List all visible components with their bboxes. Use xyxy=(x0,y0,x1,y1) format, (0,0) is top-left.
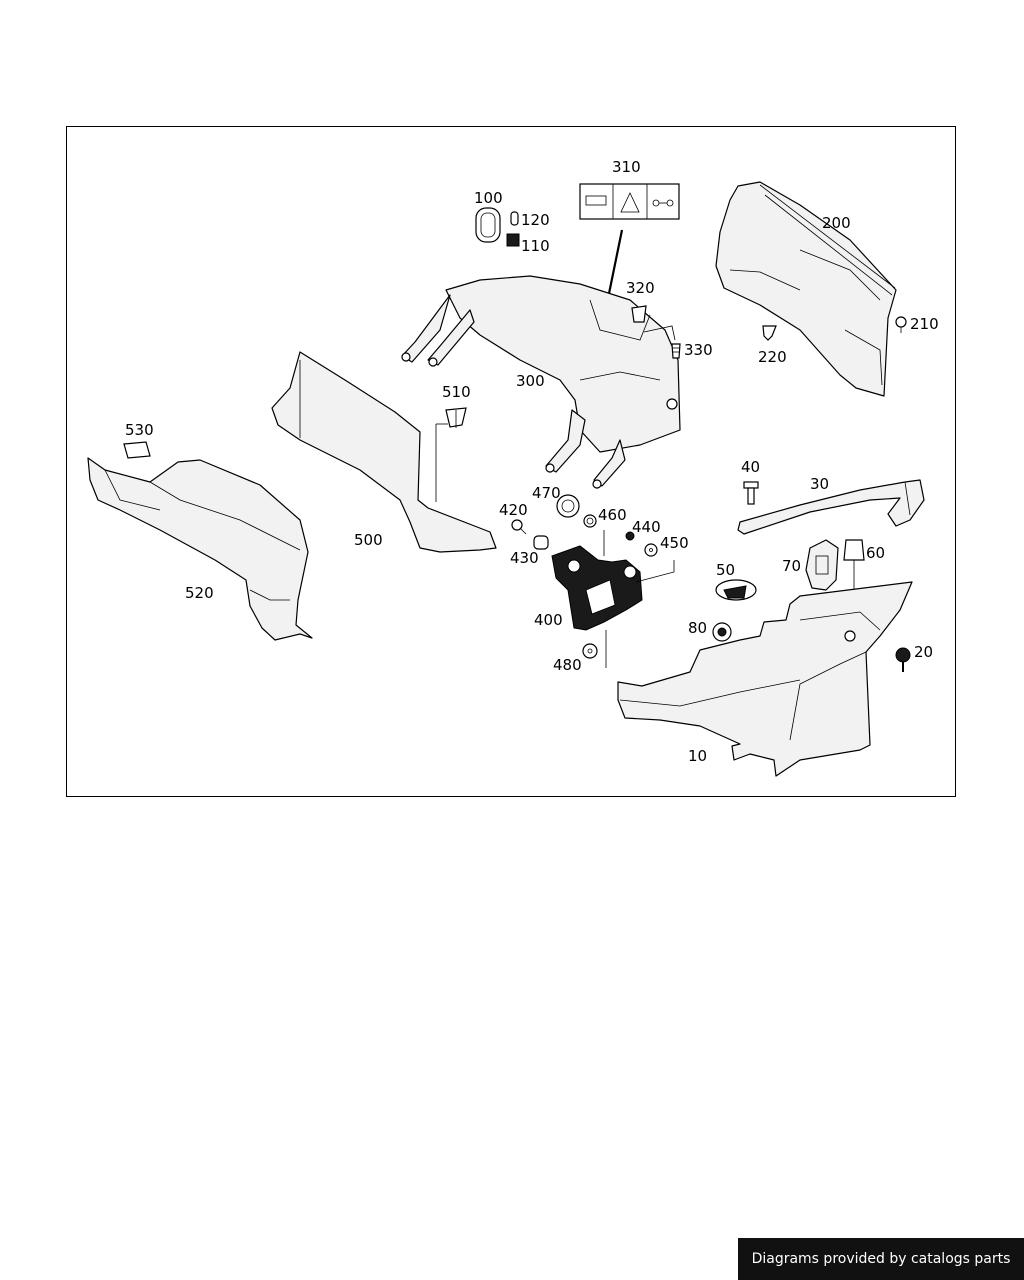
callout-470: 470 xyxy=(532,484,561,502)
part-320-clip xyxy=(631,305,647,323)
part-80-clip xyxy=(712,622,732,642)
callout-320: 320 xyxy=(626,279,655,297)
callout-20: 20 xyxy=(914,643,933,661)
leader-450 xyxy=(635,560,675,583)
credit-text: Diagrams provided by catalogs parts xyxy=(751,1251,1011,1267)
credit-banner: Diagrams provided by catalogs parts xyxy=(738,1238,1024,1280)
callout-420: 420 xyxy=(499,501,528,519)
part-20-clip xyxy=(895,647,911,672)
callout-530: 530 xyxy=(125,421,154,439)
part-120-bulb xyxy=(510,211,519,226)
part-430-bushing xyxy=(533,535,549,550)
part-500-rear-panel xyxy=(271,351,497,553)
part-480-nut xyxy=(582,643,598,659)
part-470-coil xyxy=(556,494,580,518)
callout-400: 400 xyxy=(534,611,563,629)
callout-220: 220 xyxy=(758,348,787,366)
part-460-ring xyxy=(583,514,597,528)
part-10-trunk-side-panel xyxy=(617,581,913,777)
part-100-lens-cover xyxy=(475,207,501,243)
part-40-bolt xyxy=(743,481,759,505)
callout-10: 10 xyxy=(688,747,707,765)
part-70-latch xyxy=(805,539,839,591)
callout-60: 60 xyxy=(866,544,885,562)
callout-480: 480 xyxy=(553,656,582,674)
callout-510: 510 xyxy=(442,383,471,401)
part-60-bumper xyxy=(843,539,865,590)
callout-30: 30 xyxy=(810,475,829,493)
callout-520: 520 xyxy=(185,584,214,602)
callout-310: 310 xyxy=(612,158,641,176)
part-400-bracket xyxy=(551,545,643,631)
callout-50: 50 xyxy=(716,561,735,579)
part-110-socket xyxy=(506,233,520,247)
callout-120: 120 xyxy=(521,211,550,229)
callout-450: 450 xyxy=(660,534,689,552)
callout-500: 500 xyxy=(354,531,383,549)
part-520-left-trim-panel xyxy=(87,457,313,641)
callout-210: 210 xyxy=(910,315,939,333)
callout-440: 440 xyxy=(632,518,661,536)
callout-430: 430 xyxy=(510,549,539,567)
callout-40: 40 xyxy=(741,458,760,476)
part-440-screw xyxy=(625,531,635,541)
part-210-clip xyxy=(895,316,907,333)
callout-330: 330 xyxy=(684,341,713,359)
callout-460: 460 xyxy=(598,506,627,524)
part-50-cover xyxy=(715,579,757,601)
part-420-screw xyxy=(511,519,527,535)
callout-200: 200 xyxy=(822,214,851,232)
part-310-warning-label xyxy=(579,183,680,220)
parts-diagram-frame xyxy=(66,126,956,797)
exploded-parts-diagram: 10 20 30 40 50 60 70 80 100 110 120 200 … xyxy=(87,158,939,777)
callout-300: 300 xyxy=(516,372,545,390)
part-530-cap xyxy=(123,441,151,459)
callout-110: 110 xyxy=(521,237,550,255)
part-450-washer xyxy=(644,543,658,557)
part-200-side-trim-panel xyxy=(715,181,897,397)
callout-100: 100 xyxy=(474,189,503,207)
callout-80: 80 xyxy=(688,619,707,637)
part-300-parcel-shelf xyxy=(401,275,681,489)
callout-70: 70 xyxy=(782,557,801,575)
part-220-clip xyxy=(762,325,777,341)
part-330-screw xyxy=(671,343,681,359)
leader-330 xyxy=(643,325,676,341)
part-510-fastener xyxy=(445,407,467,428)
part-30-sill-strip xyxy=(737,479,925,535)
